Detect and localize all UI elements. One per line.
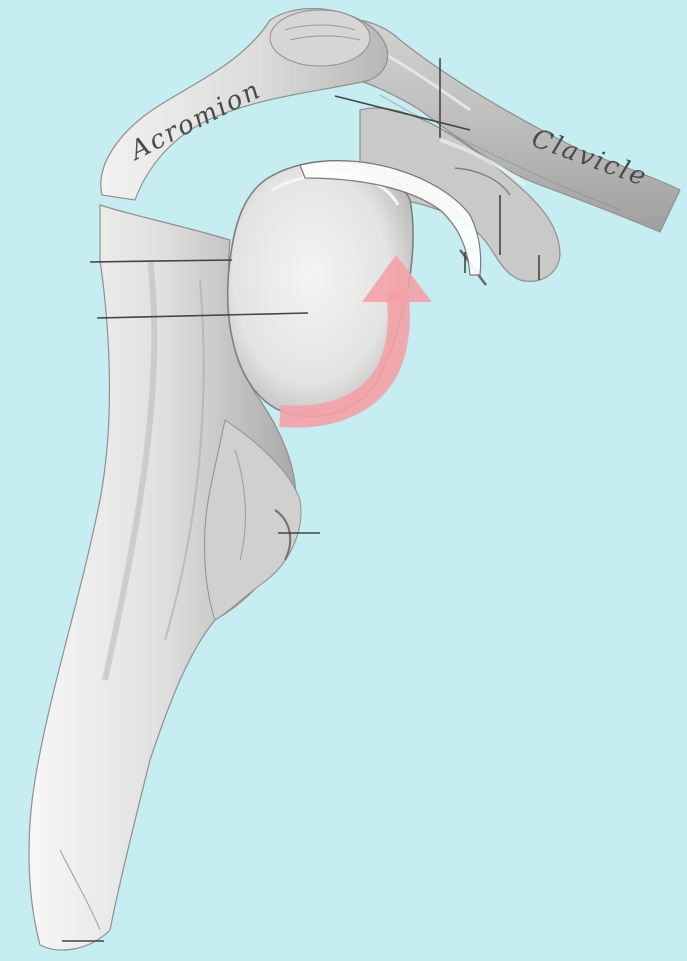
shoulder-joint-illustration: Acromion Clavicle [0,0,687,961]
